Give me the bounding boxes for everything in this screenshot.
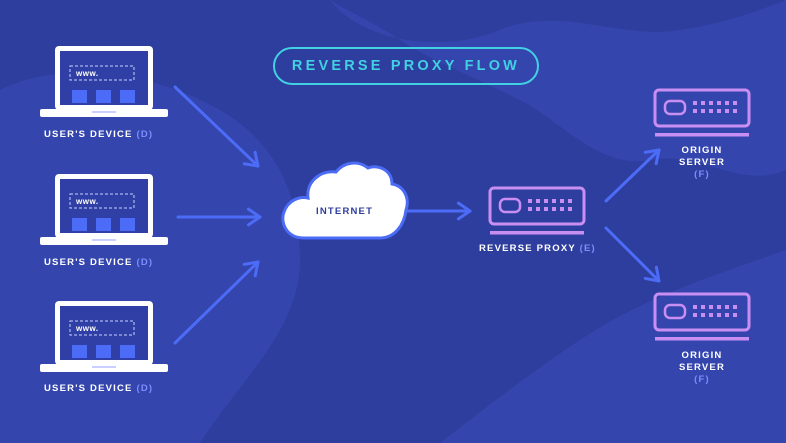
server-base (655, 337, 749, 341)
server-led (536, 207, 540, 211)
diagram-title: REVERSE PROXY FLOW (273, 47, 539, 85)
server-led (733, 305, 737, 309)
server-led (552, 207, 556, 211)
server-led (717, 313, 721, 317)
content-block (96, 218, 111, 231)
server-box (653, 292, 751, 332)
url-text-3: www. (76, 324, 99, 333)
content-block (96, 345, 111, 358)
arrow-device1-to-internet (173, 85, 260, 168)
server-led (568, 199, 572, 203)
url-text-1: www. (76, 69, 99, 78)
server-led (528, 207, 532, 211)
laptop-notch (92, 366, 116, 368)
device-label-2: USER'S DEVICE (D) (44, 257, 154, 268)
arrow-proxy-to-origin2 (604, 226, 661, 283)
server-led (552, 199, 556, 203)
server-box (488, 186, 586, 226)
server-led (725, 313, 729, 317)
server-drive (663, 303, 687, 320)
url-bar (69, 193, 135, 209)
server-led (528, 199, 532, 203)
server-led (568, 207, 572, 211)
server-led (693, 305, 697, 309)
server-led (693, 109, 697, 113)
server-led (536, 199, 540, 203)
server-base (655, 133, 749, 137)
server-led (709, 101, 713, 105)
server-led (717, 305, 721, 309)
server-led (560, 207, 564, 211)
server-led (701, 101, 705, 105)
background-wave-right (440, 250, 786, 443)
content-block (72, 90, 87, 103)
server-box (653, 88, 751, 128)
origin-server-1-icon (653, 88, 751, 137)
server-led (709, 305, 713, 309)
reverse-proxy-label: REVERSE PROXY (E) (479, 243, 596, 254)
server-led (709, 109, 713, 113)
server-led (701, 313, 705, 317)
cloud-shape (281, 161, 409, 240)
server-base (490, 231, 584, 235)
server-led (733, 313, 737, 317)
server-drive (663, 99, 687, 116)
server-led (725, 305, 729, 309)
server-led (560, 199, 564, 203)
server-led (725, 101, 729, 105)
content-block (72, 345, 87, 358)
server-led (701, 305, 705, 309)
device-label-3: USER'S DEVICE (D) (44, 383, 154, 394)
device-label-1: USER'S DEVICE (D) (44, 129, 154, 140)
server-led (725, 109, 729, 113)
origin-server-2-icon (653, 292, 751, 341)
content-block (120, 90, 135, 103)
server-led (544, 207, 548, 211)
server-led (717, 101, 721, 105)
laptop-notch (92, 111, 116, 113)
url-bar (69, 65, 135, 81)
laptop-icon (40, 301, 168, 372)
origin-server-label-1: ORIGIN SERVER (F) (678, 145, 726, 180)
server-led (693, 101, 697, 105)
url-bar (69, 320, 135, 336)
arrow-device2-to-internet (176, 207, 262, 227)
internet-label: INTERNET (316, 206, 374, 217)
origin-server-label-2: ORIGIN SERVER (F) (678, 350, 726, 385)
content-block (120, 345, 135, 358)
arrow-proxy-to-origin1 (604, 148, 661, 203)
url-text-2: www. (76, 197, 99, 206)
server-led (693, 313, 697, 317)
laptop-notch (92, 239, 116, 241)
arrow-internet-to-proxy (406, 201, 472, 221)
background-wave-top (330, 0, 786, 176)
laptop-icon (40, 46, 168, 117)
cloud-icon (281, 161, 409, 240)
laptop-icon (40, 174, 168, 245)
reverse-proxy-server-icon (488, 186, 586, 235)
server-led (717, 109, 721, 113)
server-led (733, 109, 737, 113)
server-drive (498, 197, 522, 214)
content-block (120, 218, 135, 231)
server-led (733, 101, 737, 105)
server-led (709, 313, 713, 317)
content-block (72, 218, 87, 231)
content-block (96, 90, 111, 103)
diagram-title-text: REVERSE PROXY FLOW (291, 58, 521, 74)
server-led (544, 199, 548, 203)
server-led (701, 109, 705, 113)
arrow-device3-to-internet (173, 260, 260, 345)
